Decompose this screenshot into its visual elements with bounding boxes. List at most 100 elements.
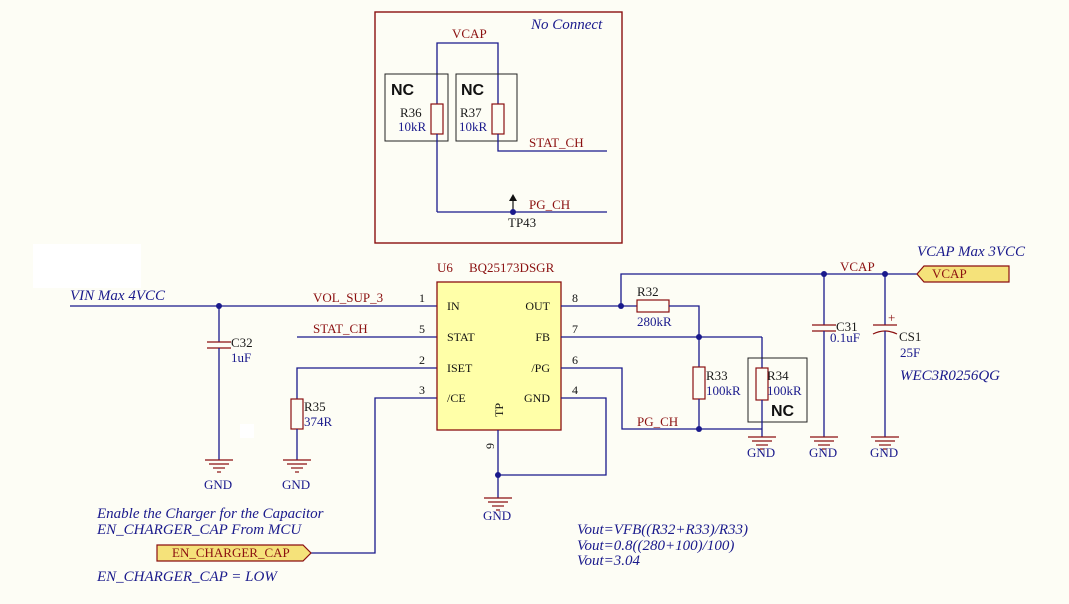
annotation-enable-3: EN_CHARGER_CAP = LOW	[96, 569, 278, 585]
val-r37: 10kR	[459, 119, 488, 134]
pin-name-gnd: GND	[524, 391, 550, 405]
ref-r36: R36	[400, 105, 422, 120]
val-r35: 374R	[304, 414, 333, 429]
nc-mark-r34: NC	[771, 403, 795, 420]
gnd-label-cs1: GND	[870, 445, 898, 460]
ref-c31: C31	[836, 319, 858, 334]
gnd-label-c31: GND	[809, 445, 837, 460]
junction-fb	[696, 334, 702, 340]
ref-r34: R34	[767, 368, 789, 383]
annotation-vin: VIN Max 4VCC	[70, 288, 166, 304]
nc-box-r37	[455, 73, 518, 142]
junction-r33-gnd	[696, 426, 702, 432]
port-vcap-label: VCAP	[932, 266, 967, 281]
val-c31: 0.1uF	[830, 330, 860, 345]
formula-line-3: Vout=3.04	[577, 553, 641, 569]
net-label-pg-ch: PG_CH	[637, 414, 678, 429]
ground-icon-r35	[282, 451, 312, 473]
port-en-charger-cap	[156, 544, 312, 562]
net-label-vcap-top: VCAP	[452, 26, 487, 41]
ic-body	[436, 281, 562, 431]
testpoint-arrow-icon	[509, 194, 517, 201]
ref-r32: R32	[637, 284, 659, 299]
pin-num-4: 4	[572, 383, 578, 397]
nc-box-r36	[384, 73, 449, 142]
net-label-vcap: VCAP	[840, 259, 875, 274]
net-label-pg-ch-nc: PG_CH	[529, 197, 570, 212]
pin-name-fb: FB	[535, 330, 550, 344]
wire-gnd-pin	[498, 397, 607, 476]
blank-patch-small	[240, 424, 254, 438]
val-cs1: 25F	[900, 345, 920, 360]
testpoint-tp43: TP43	[508, 215, 536, 230]
pin-name-iset: ISET	[447, 361, 473, 375]
net-label-vol-sup: VOL_SUP_3	[313, 290, 383, 305]
pin-num-5: 5	[419, 322, 425, 336]
polarity-plus-icon: +	[888, 310, 895, 325]
pin-num-6: 6	[572, 353, 578, 367]
gnd-label-ic: GND	[483, 508, 511, 523]
nc-mark-r37: NC	[461, 82, 485, 99]
pin-num-9: 9	[483, 443, 497, 449]
val-r34: 100kR	[767, 383, 802, 398]
no-connect-frame	[374, 11, 623, 244]
pin-name-out: OUT	[525, 299, 550, 313]
blank-patch	[33, 244, 141, 288]
pin-name-in: IN	[447, 299, 460, 313]
ref-c32: C32	[231, 335, 253, 350]
resistor-r32	[636, 299, 670, 313]
ref-r35: R35	[304, 399, 326, 414]
gnd-label-r35: GND	[282, 477, 310, 492]
formula-line-2: Vout=0.8((280+100)/100)	[577, 538, 734, 554]
wire-ce	[311, 397, 437, 554]
wire-pg-ch	[561, 367, 762, 430]
part-cs1: WEC3R0256QG	[900, 368, 1000, 384]
port-vcap	[916, 265, 1010, 283]
ic-ref: U6	[437, 260, 453, 275]
wire-iset	[296, 367, 437, 399]
resistor-r35	[290, 398, 304, 430]
pin-num-3: 3	[419, 383, 425, 397]
annotation-enable-1: Enable the Charger for the Capacitor	[96, 506, 324, 522]
wire-stat-ch-nc	[497, 134, 607, 152]
pin-name-pg: /PG	[531, 361, 550, 375]
annotation-vcap-max: VCAP Max 3VCC	[917, 244, 1026, 260]
junction-tp43	[510, 209, 516, 215]
val-r32: 280kR	[637, 314, 672, 329]
val-c32: 1uF	[231, 350, 251, 365]
ref-cs1: CS1	[899, 329, 921, 344]
resistor-r33	[692, 366, 706, 400]
gnd-label-c32: GND	[204, 477, 232, 492]
annotation-enable-2: EN_CHARGER_CAP From MCU	[96, 522, 302, 538]
gnd-label-r34: GND	[747, 445, 775, 460]
no-connect-block: No Connect VCAP NC R36 10kR NC R37 10kR …	[374, 11, 623, 244]
val-r33: 100kR	[706, 383, 741, 398]
port-en-label: EN_CHARGER_CAP	[172, 545, 290, 560]
net-label-stat-ch-nc: STAT_CH	[529, 135, 584, 150]
pin-num-7: 7	[572, 322, 578, 336]
nc-mark-r36: NC	[391, 82, 415, 99]
pin-num-2: 2	[419, 353, 425, 367]
formula-line-1: Vout=VFB((R32+R33)/R33)	[577, 522, 748, 538]
ground-icon-c32	[204, 451, 234, 473]
resistor-r36	[430, 103, 444, 135]
net-label-stat-ch: STAT_CH	[313, 321, 368, 336]
resistor-r37	[491, 103, 505, 135]
pin-num-8: 8	[572, 291, 578, 305]
ref-r33: R33	[706, 368, 728, 383]
junction-ic-gnd	[495, 472, 501, 478]
no-connect-title: No Connect	[530, 17, 603, 33]
wire-r32-r33	[669, 305, 700, 367]
pin-name-tp: TP	[492, 403, 506, 417]
ic-part: BQ25173DSGR	[469, 260, 555, 275]
pin-name-ce: /CE	[447, 391, 466, 405]
pin-num-1: 1	[419, 291, 425, 305]
ref-r37: R37	[460, 105, 482, 120]
ic-u6: U6 BQ25173DSGR IN STAT ISET /CE OUT FB /…	[419, 260, 578, 449]
pin-name-stat: STAT	[447, 330, 475, 344]
val-r36: 10kR	[398, 119, 427, 134]
ground-icon-ic	[483, 489, 513, 511]
nc-box-r34	[747, 357, 808, 423]
wire-vcap	[620, 273, 917, 306]
